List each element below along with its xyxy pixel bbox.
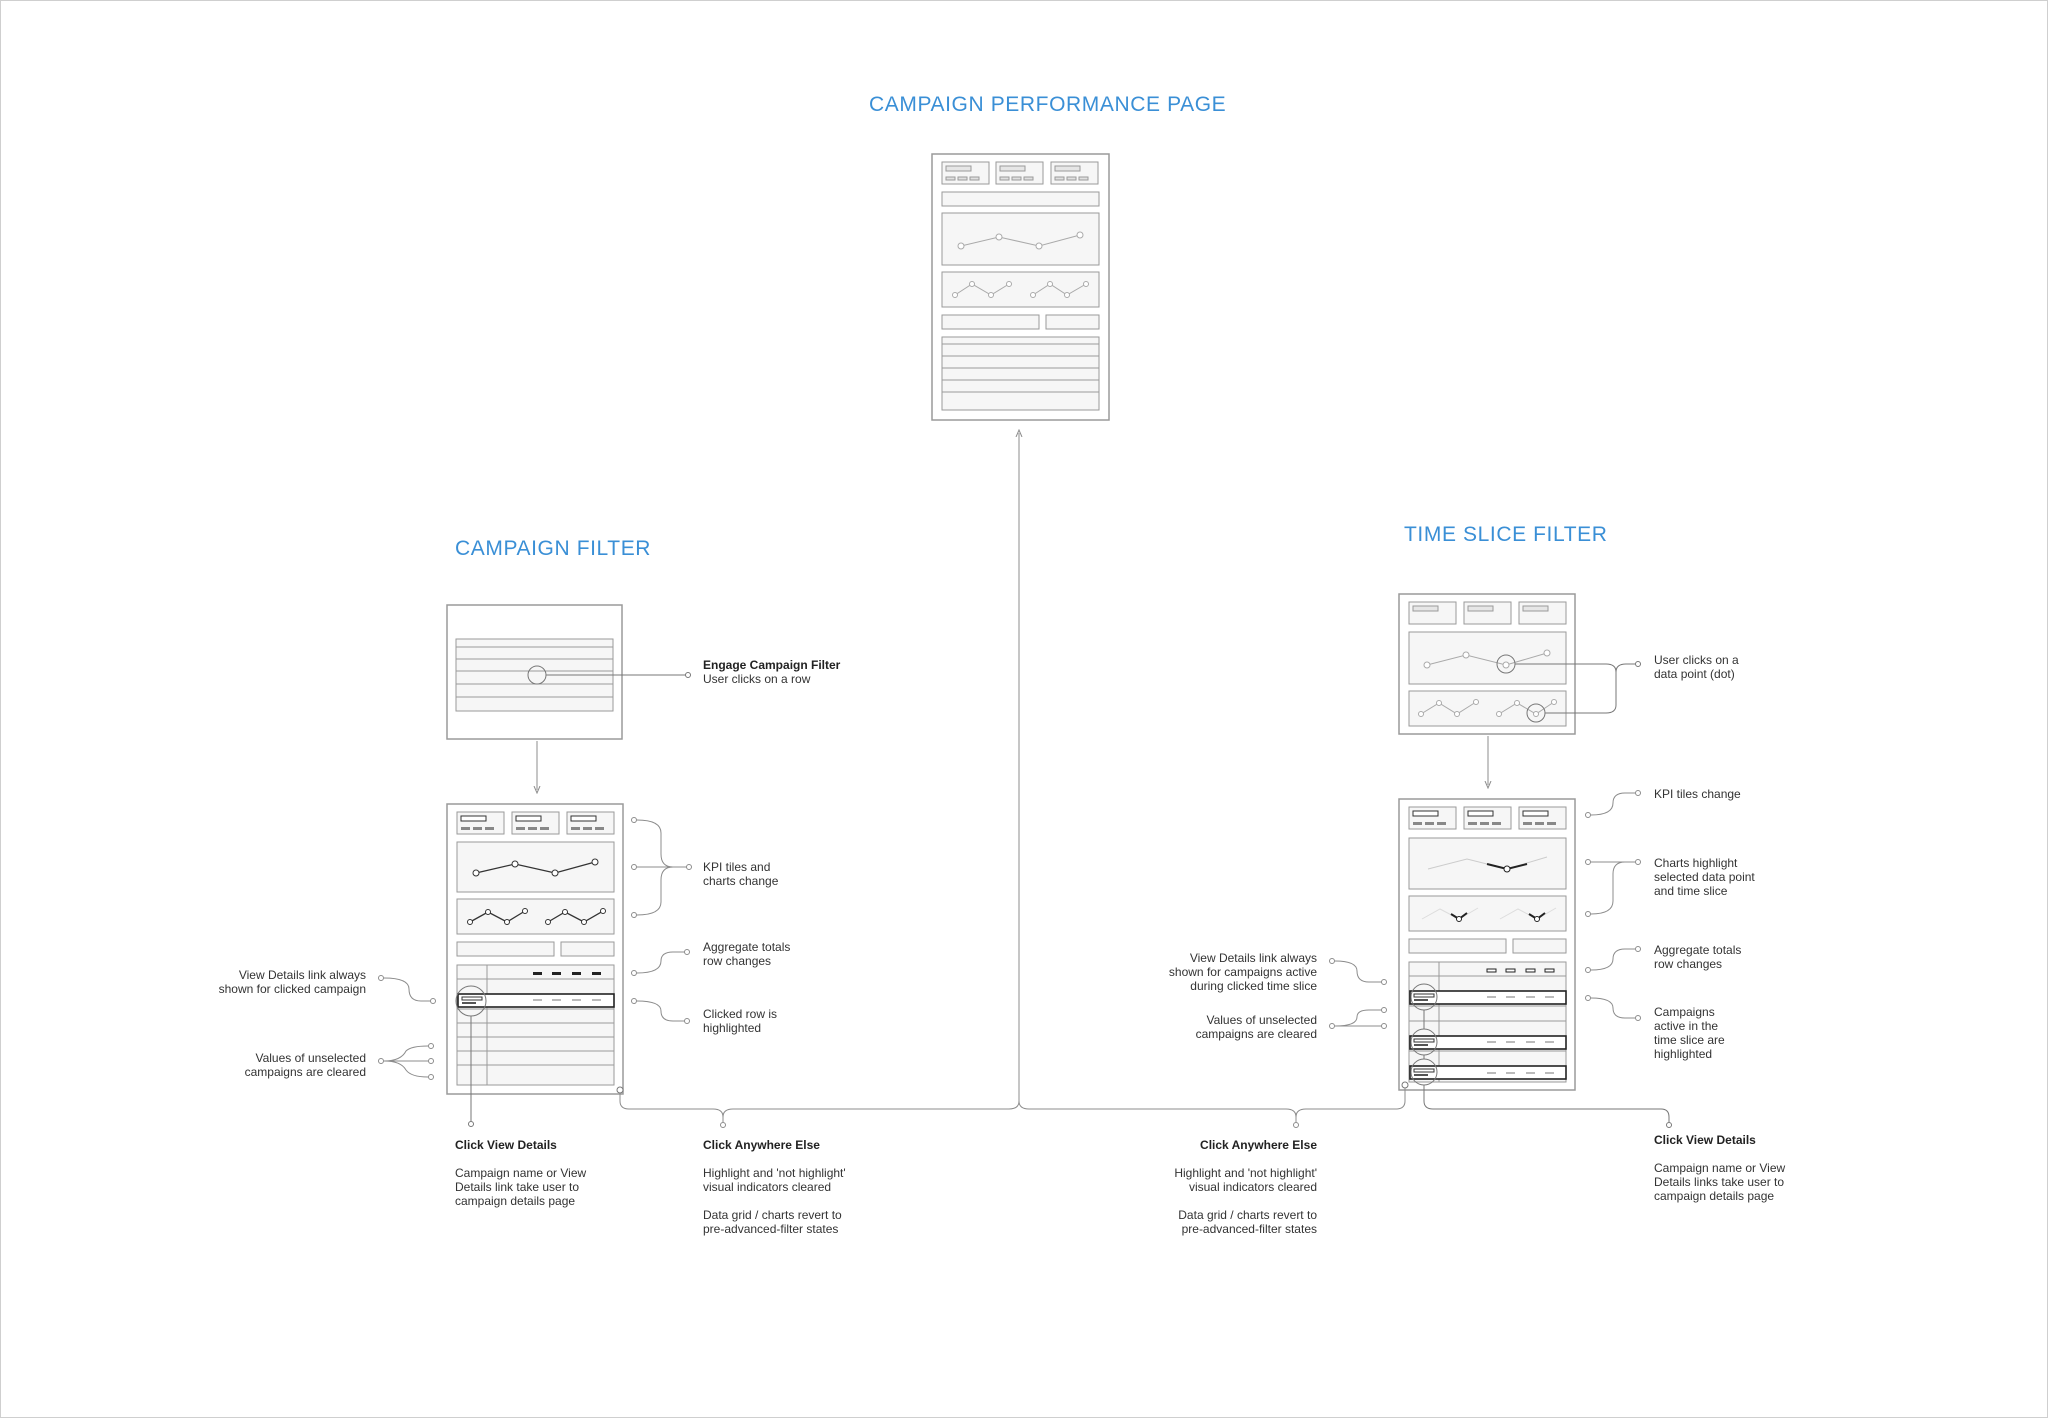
- title-campaign-performance-page: CAMPAIGN PERFORMANCE PAGE: [869, 93, 1227, 116]
- note-engage-campaign-filter: Engage Campaign Filter User clicks on a …: [703, 658, 841, 686]
- note-kpi-tiles-change: KPI tiles change: [1654, 787, 1741, 801]
- note-click-view-details: Click View Details Campaign name or View…: [455, 1138, 587, 1208]
- main-page-wireframe: [931, 153, 1110, 421]
- title-campaign-filter: CAMPAIGN FILTER: [455, 537, 652, 560]
- time-slice-wireframe-bottom: [1398, 798, 1672, 1128]
- note-charts-highlight: Charts highlight selected data point and…: [1654, 856, 1755, 898]
- title-time-slice-filter: TIME SLICE FILTER: [1404, 523, 1608, 546]
- note-unselected-cleared: Values of unselected campaigns are clear…: [244, 1051, 366, 1079]
- note-click-view-details-right: Click View Details Campaign name or View…: [1654, 1133, 1786, 1203]
- note-kpi-tiles-and-charts-change: KPI tiles and charts change: [703, 860, 779, 888]
- note-aggregate-totals-right: Aggregate totals row changes: [1654, 943, 1742, 971]
- note-clicked-row-highlighted: Clicked row is highlighted: [703, 1007, 778, 1035]
- note-campaigns-active-highlighted: Campaigns active in the time slice are h…: [1654, 1005, 1725, 1061]
- campaign-filter-wireframe-top: [446, 604, 691, 740]
- note-user-clicks-data-point: User clicks on a data point (dot): [1654, 653, 1739, 681]
- note-view-details-link: View Details link always shown for click…: [218, 968, 366, 996]
- note-aggregate-totals: Aggregate totals row changes: [703, 940, 791, 968]
- note-click-anywhere-else-right: Click Anywhere Else Highlight and 'not h…: [1174, 1138, 1317, 1236]
- note-unselected-cleared-right: Values of unselected campaigns are clear…: [1195, 1013, 1317, 1041]
- note-click-anywhere-else-left: Click Anywhere Else Highlight and 'not h…: [703, 1138, 846, 1236]
- campaign-filter-wireframe-bottom: [446, 803, 624, 1127]
- note-view-details-time-slice: View Details link always shown for campa…: [1168, 951, 1317, 993]
- time-slice-wireframe-top: [1398, 593, 1641, 735]
